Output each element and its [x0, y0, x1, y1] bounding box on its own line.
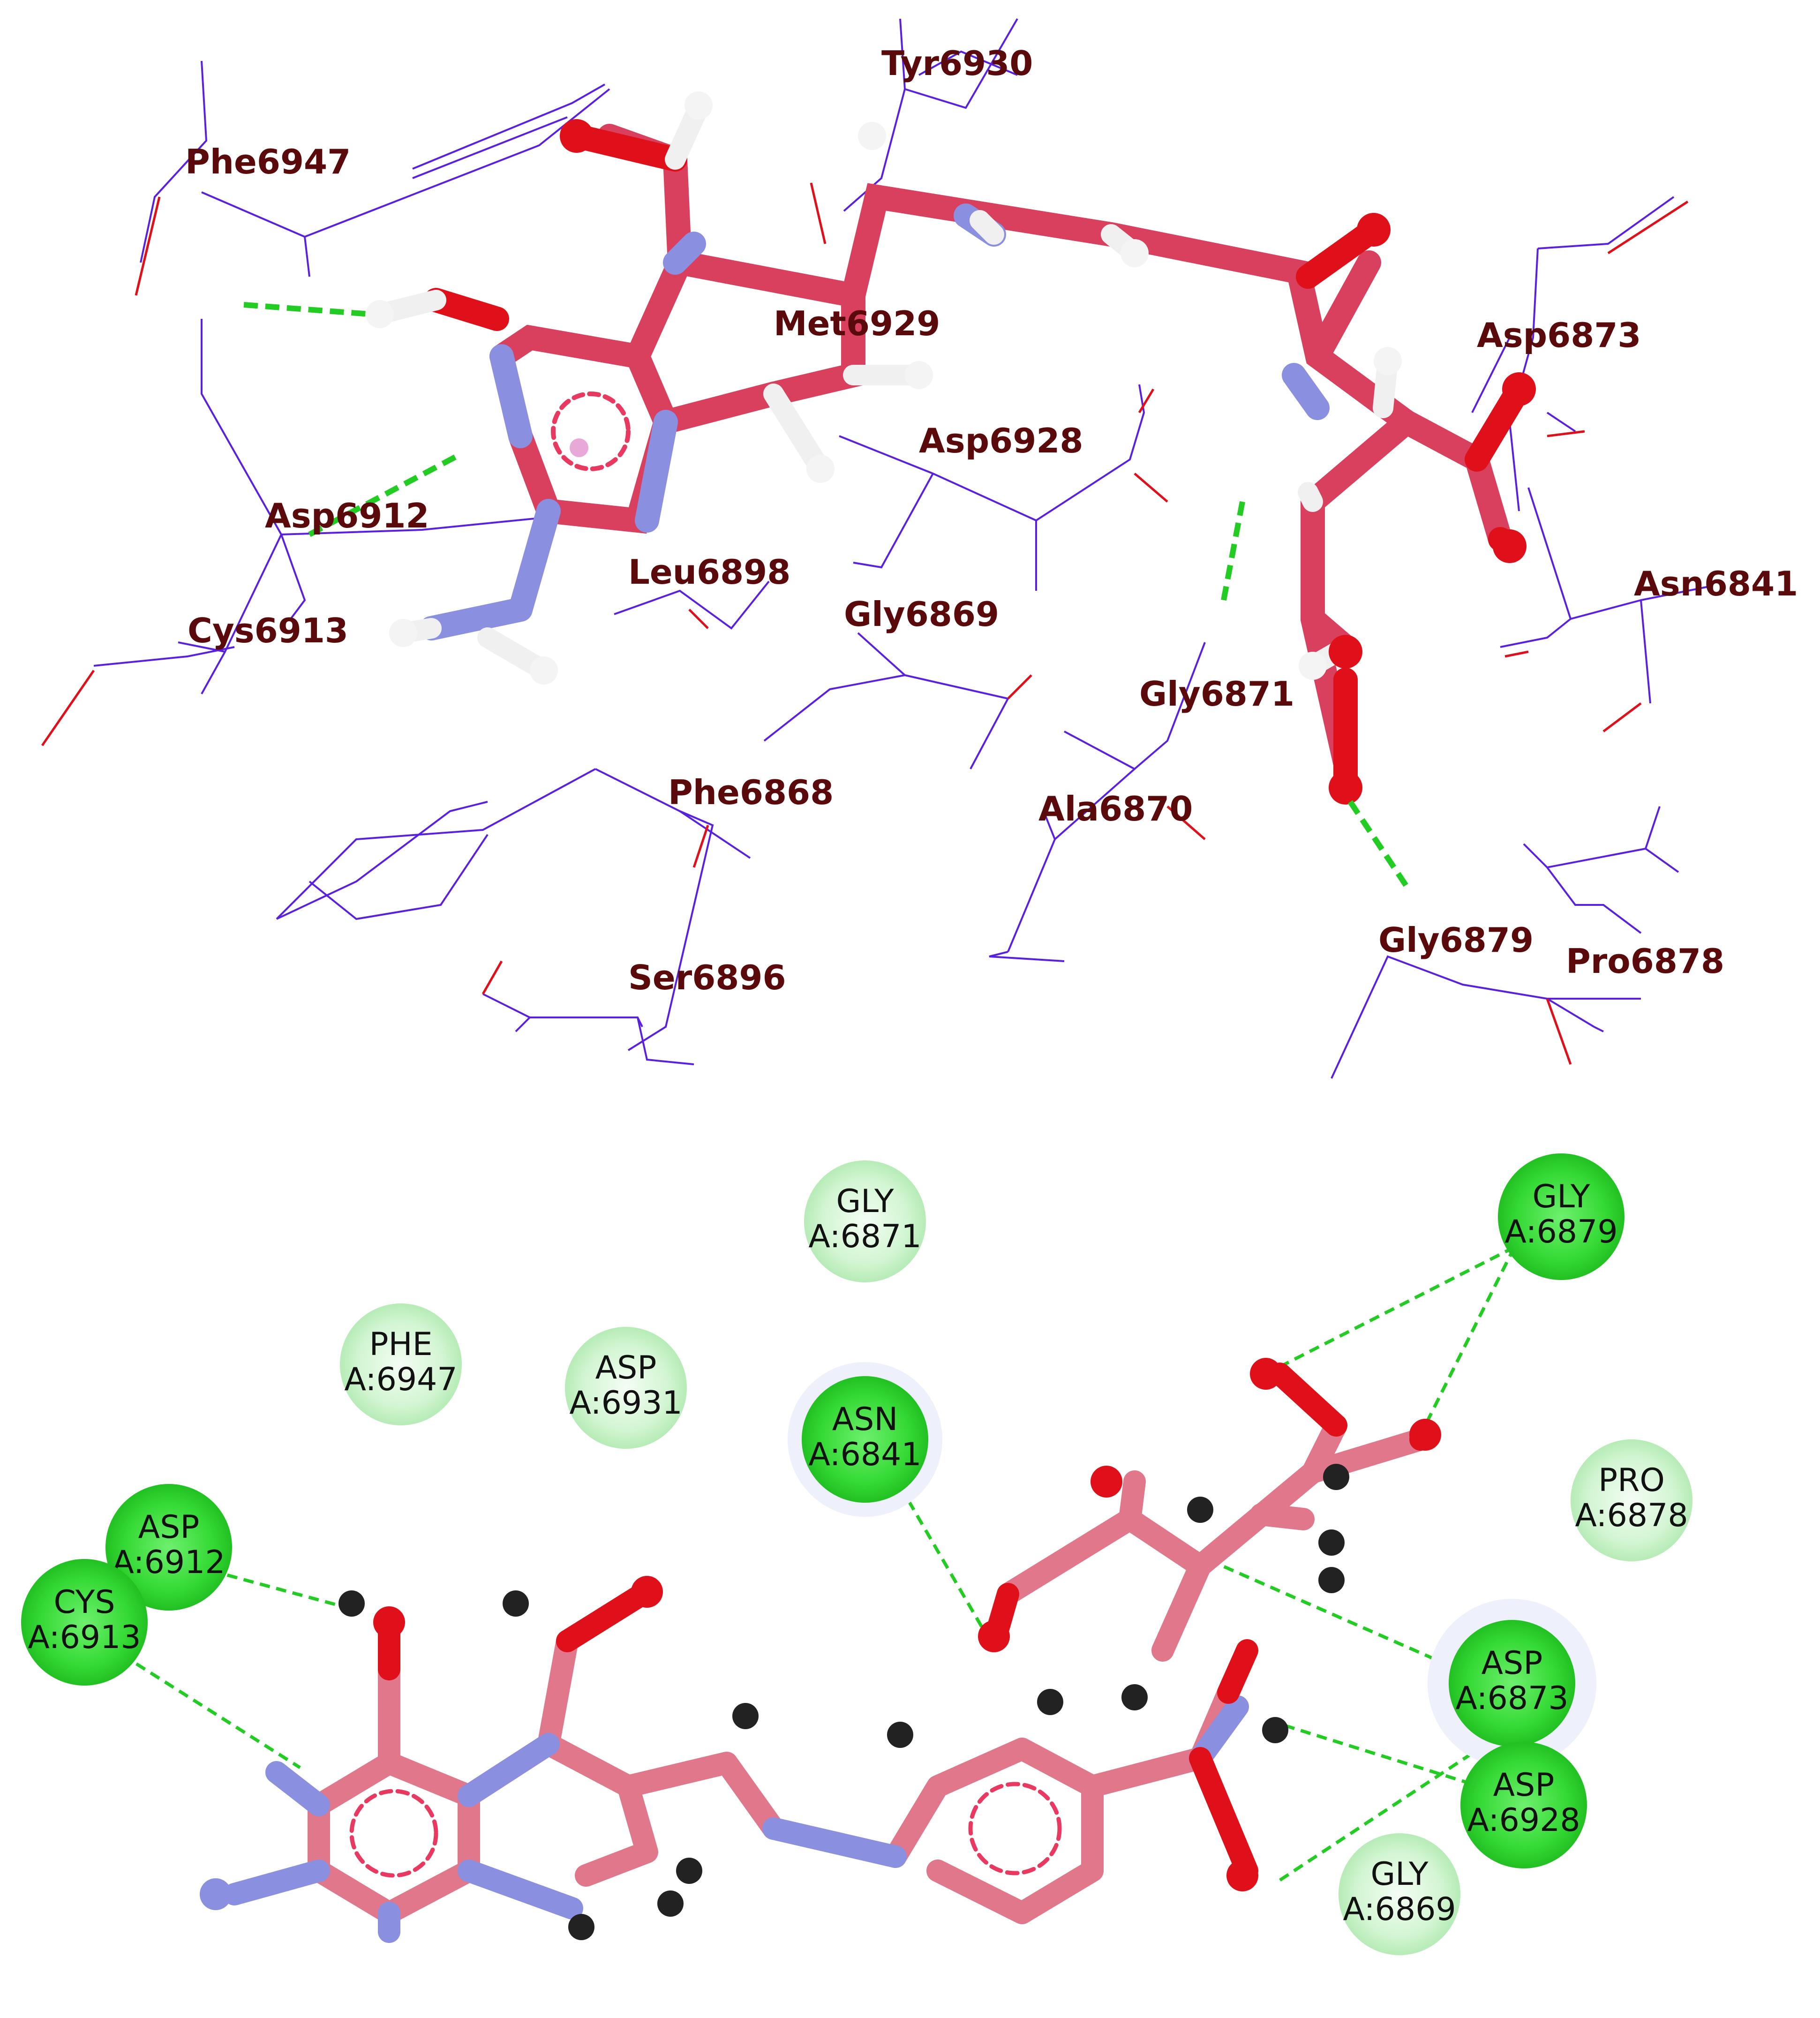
- residue-gly-6869: GLY A:6869: [1339, 1833, 1460, 1955]
- protein-carbonyls: [41, 182, 1689, 1065]
- residue-label-asn6841: Asn6841: [1634, 564, 1798, 603]
- residue-label-ala6870: Ala6870: [1038, 789, 1193, 828]
- residue-label-gly6879: Gly6879: [1378, 920, 1534, 960]
- residue-label-phe6868: Phe6868: [668, 773, 834, 812]
- residue-label-met6929: Met6929: [774, 304, 940, 343]
- residue-labels-3d: Tyr6930 Phe6947 Met6929 Asp6873 Asp6928 …: [185, 44, 1798, 997]
- residue-label-cys6913: Cys6913: [188, 611, 348, 650]
- residue-name: GLY: [1370, 1856, 1429, 1893]
- residue-name: PHE: [369, 1326, 432, 1363]
- protein-wireframe: [93, 18, 1712, 1079]
- hbonds-3d: [243, 302, 1409, 888]
- bottom-2d-panel: GLY A:6871 GLY A:6879 PHE A:6947 ASP A:6…: [21, 1153, 1692, 1955]
- residue-asp-6928: ASP A:6928: [1460, 1742, 1587, 1868]
- residue-id: A:6912: [112, 1544, 225, 1581]
- residue-id: A:6871: [808, 1218, 921, 1255]
- residue-id: A:6841: [808, 1436, 921, 1473]
- hbonds-2d: [107, 1245, 1516, 1882]
- residue-label-leu6898: Leu6898: [628, 552, 790, 592]
- ligand-3d-atoms: [366, 91, 1536, 805]
- residue-pro-6878: PRO A:6878: [1571, 1439, 1692, 1561]
- residue-id: A:6869: [1343, 1891, 1456, 1928]
- residue-label-gly6869: Gly6869: [844, 595, 999, 634]
- top-3d-panel: Tyr6930 Phe6947 Met6929 Asp6873 Asp6928 …: [41, 18, 1798, 1079]
- residue-label-ser6896: Ser6896: [628, 958, 786, 997]
- residue-id: A:6928: [1467, 1802, 1580, 1839]
- residue-name: ASP: [138, 1509, 200, 1546]
- residue-name: CYS: [54, 1584, 115, 1621]
- ligand-2d-atoms: [200, 1358, 1441, 1940]
- residue-label-asp6873: Asp6873: [1477, 316, 1641, 355]
- residue-cys-6913: CYS A:6913: [21, 1559, 148, 1686]
- residue-id: A:6878: [1575, 1497, 1688, 1534]
- residue-asp-6873: ASP A:6873: [1428, 1599, 1596, 1768]
- residue-id: A:6947: [344, 1361, 457, 1398]
- residue-name: GLY: [836, 1183, 894, 1220]
- residue-id: A:6873: [1455, 1680, 1568, 1717]
- residue-label-asp6928: Asp6928: [919, 421, 1083, 460]
- residue-name: ASP: [1482, 1645, 1543, 1682]
- residue-label-tyr6930: Tyr6930: [881, 44, 1033, 83]
- residue-asn-6841: ASN A:6841: [788, 1362, 942, 1517]
- residue-id: A:6913: [28, 1619, 141, 1656]
- residue-phe-6947: PHE A:6947: [340, 1303, 462, 1425]
- residue-name: GLY: [1532, 1178, 1590, 1215]
- residue-label-gly6871: Gly6871: [1139, 674, 1294, 714]
- residue-gly-6871: GLY A:6871: [804, 1160, 926, 1282]
- residue-id: A:6931: [569, 1385, 682, 1422]
- residue-name: ASP: [595, 1349, 657, 1386]
- residue-name: ASP: [1493, 1767, 1555, 1804]
- residue-label-phe6947: Phe6947: [185, 142, 351, 181]
- residue-asp-6931: ASP A:6931: [565, 1327, 687, 1449]
- residue-id: A:6879: [1504, 1213, 1617, 1250]
- residue-discs-2d: GLY A:6871 GLY A:6879 PHE A:6947 ASP A:6…: [21, 1153, 1692, 1955]
- residue-name: PRO: [1598, 1462, 1665, 1499]
- residue-label-pro6878: Pro6878: [1566, 941, 1724, 981]
- residue-asp-6912: ASP A:6912: [105, 1484, 232, 1611]
- residue-gly-6879: GLY A:6879: [1498, 1153, 1624, 1280]
- residue-name: ASN: [832, 1401, 898, 1438]
- residue-label-asp6912: Asp6912: [265, 496, 429, 535]
